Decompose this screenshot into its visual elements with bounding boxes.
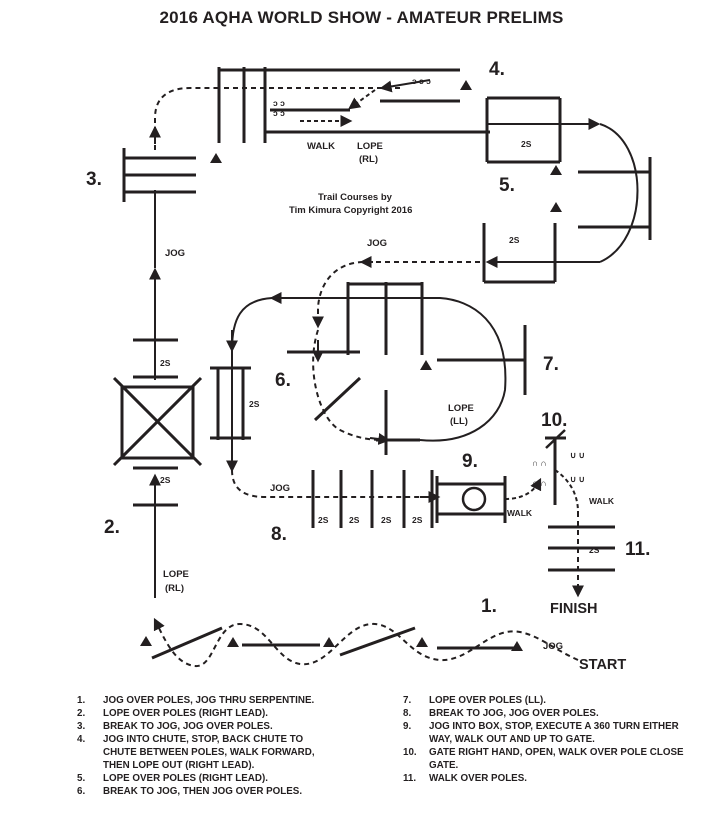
instruction-item: 5.LOPE OVER POLES (RIGHT LEAD).: [77, 773, 268, 784]
obstacle-number: 9.: [462, 451, 478, 472]
gait-label: LOPE: [163, 569, 189, 580]
cone-marker: [210, 153, 222, 163]
spacing-label: 2S: [381, 515, 392, 525]
cone-marker: [416, 637, 428, 647]
svg-text:ɔ ɔ ɔ: ɔ ɔ ɔ: [412, 76, 431, 86]
spacing-label: 2S: [521, 139, 532, 149]
credit-line: Trail Courses by: [318, 192, 393, 203]
obstacle-2-poles: [112, 338, 203, 598]
start-label: START: [579, 657, 626, 673]
obstacle-3-poles: [122, 87, 215, 380]
gait-label: JOG: [165, 248, 185, 259]
obstacle-4-chute: ɔ ɔ ɔ ɔ ɔ ɔ ɔ: [210, 67, 490, 163]
obstacle-9-box: [435, 476, 542, 523]
obstacle-number: 1.: [481, 596, 497, 617]
obstacle-7-poles: [226, 292, 527, 442]
obstacle-number: 3.: [86, 169, 102, 190]
instructions-left: 1.JOG OVER POLES, JOG THRU SERPENTINE. 2…: [77, 694, 377, 798]
obstacle-11-poles: [548, 512, 615, 598]
side-poles: [210, 350, 432, 498]
spacing-label: 2S: [318, 515, 329, 525]
instructions-right: 7.LOPE OVER POLES (LL). 8.BREAK TO JOG, …: [403, 694, 703, 785]
cone-marker: [140, 636, 152, 646]
gait-label: (LL): [450, 416, 468, 427]
diagram-labels: 4. 3. 5. 6. 7. 10. 9. 8. 2. 11. 1. Trail…: [86, 59, 650, 673]
obstacle-8-poles: [311, 470, 441, 528]
svg-text:∪ ∪: ∪ ∪: [570, 474, 585, 484]
gait-label: (RL): [359, 154, 378, 165]
gait-label: (RL): [165, 583, 184, 594]
gait-label: WALK: [589, 496, 615, 506]
spacing-label: 2S: [160, 475, 171, 485]
trail-course-diagram: ɔ ɔ ɔ ɔ ɔ ɔ ɔ: [86, 59, 652, 673]
cone-marker: [460, 80, 472, 90]
svg-text:ɔ ɔ: ɔ ɔ: [273, 98, 285, 108]
svg-text:ɔ ɔ: ɔ ɔ: [273, 108, 285, 118]
gait-label: JOG: [270, 483, 290, 494]
obstacle-number: 5.: [499, 175, 515, 196]
gait-label: LOPE: [357, 141, 383, 152]
obstacle-number: 6.: [275, 370, 291, 391]
obstacle-number: 11.: [625, 539, 650, 560]
svg-text:∩ ∩: ∩ ∩: [532, 458, 547, 468]
gait-label: LOPE: [448, 403, 474, 414]
instruction-item: 4.JOG INTO CHUTE, STOP, BACK CHUTE TO CH…: [77, 734, 315, 771]
spacing-label: 2S: [412, 515, 423, 525]
svg-text:∪ ∪: ∪ ∪: [570, 450, 585, 460]
spacing-label: 2S: [589, 545, 600, 555]
svg-text:∩ ∩: ∩ ∩: [532, 478, 547, 488]
gait-label: WALK: [307, 141, 335, 152]
obstacle-1-serpentine: [140, 617, 579, 668]
finish-label: FINISH: [550, 601, 598, 617]
cone-marker: [550, 202, 562, 212]
obstacle-6-poles: [287, 282, 432, 455]
instruction-item: 2.LOPE OVER POLES (RIGHT LEAD).: [77, 708, 268, 719]
instruction-item: 10.GATE RIGHT HAND, OPEN, WALK OVER POLE…: [403, 747, 684, 771]
spacing-label: 2S: [160, 358, 171, 368]
instruction-item: 11.WALK OVER POLES.: [403, 773, 527, 784]
cone-marker: [511, 641, 523, 651]
obstacle-number: 10.: [541, 410, 567, 431]
cone-marker: [550, 165, 562, 175]
page-title: 2016 AQHA WORLD SHOW - AMATEUR PRELIMS: [159, 8, 564, 27]
spacing-label: 2S: [349, 515, 360, 525]
instruction-item: 8.BREAK TO JOG, JOG OVER POLES.: [403, 708, 599, 719]
gait-label: WALK: [507, 508, 533, 518]
instruction-item: 6.BREAK TO JOG, THEN JOG OVER POLES.: [77, 786, 303, 797]
credit-line: Tim Kimura Copyright 2016: [289, 205, 412, 216]
instruction-item: 1.JOG OVER POLES, JOG THRU SERPENTINE.: [77, 695, 315, 706]
obstacle-number: 2.: [104, 517, 120, 538]
obstacle-5-poles: [482, 96, 652, 284]
gait-label: JOG: [367, 238, 387, 249]
instruction-item: 9.JOG INTO BOX, STOP, EXECUTE A 360 TURN…: [403, 721, 679, 745]
spacing-label: 2S: [509, 235, 520, 245]
obstacle-number: 7.: [543, 354, 559, 375]
cone-marker: [420, 360, 432, 370]
obstacle-10-gate: ∩ ∩ ∩ ∩ ∪ ∪ ∪ ∪: [532, 429, 585, 513]
obstacle-number: 4.: [489, 59, 505, 80]
spacing-label: 2S: [249, 399, 260, 409]
cone-marker: [227, 637, 239, 647]
instruction-item: 3.BREAK TO JOG, JOG OVER POLES.: [77, 721, 273, 732]
cone-marker: [323, 637, 335, 647]
obstacle-number: 8.: [271, 524, 287, 545]
instruction-item: 7.LOPE OVER POLES (LL).: [403, 695, 547, 706]
gait-label: JOG: [543, 641, 563, 652]
